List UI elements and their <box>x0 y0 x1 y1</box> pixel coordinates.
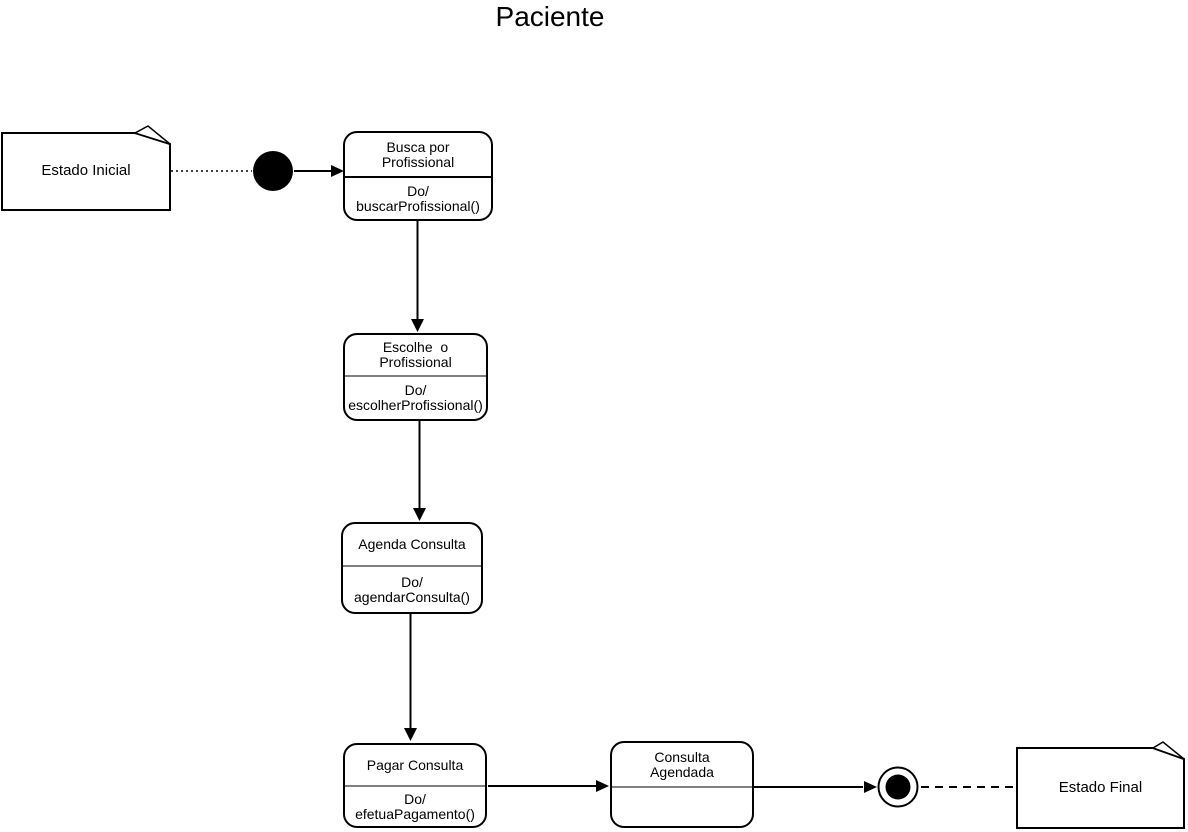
transition-agenda-to-pagar <box>404 614 417 741</box>
state-title: Busca por Profissional <box>381 138 455 170</box>
note-fold-icon <box>133 125 171 145</box>
note-body <box>1016 747 1185 829</box>
note-fold-icon <box>1151 741 1185 760</box>
state-consulta-agendada: Consulta Agendada <box>610 741 754 828</box>
state-action: Do/ efetuaPagamento() <box>345 785 485 826</box>
state-action: Do/ agendarConsulta() <box>343 565 481 612</box>
state-title: Consulta Agendada <box>650 748 714 780</box>
state-title: Pagar Consulta <box>366 756 464 773</box>
arrowhead-icon <box>413 508 426 521</box>
arrowhead-icon <box>596 780 609 792</box>
arrowhead-icon <box>864 781 877 793</box>
diagram-title: Paciente <box>495 1 605 32</box>
transition-consulta-to-final <box>754 781 877 793</box>
state-agenda-consulta: Agenda Consulta Do/ agendarConsulta() <box>341 522 483 614</box>
note-label-estado-final: Estado Final <box>1058 779 1143 796</box>
state-action <box>612 786 752 826</box>
transition-pagar-to-consulta <box>488 780 609 792</box>
transition-escolhe-to-agenda <box>413 421 426 521</box>
note-estado-inicial <box>1 125 171 211</box>
state-title: Agenda Consulta <box>358 536 466 552</box>
note-body <box>1 132 171 211</box>
note-estado-final <box>1016 741 1185 829</box>
note-label-estado-inicial: Estado Inicial <box>41 162 131 179</box>
state-action: Do/ escolherProfissional() <box>345 375 486 419</box>
state-escolhe-o-profissional: Escolhe o Profissional Do/ escolherProfi… <box>343 333 488 421</box>
state-action: Do/ buscarProfissional() <box>345 176 491 219</box>
arrowhead-icon <box>331 165 344 177</box>
transition-busca-to-escolhe <box>411 221 424 332</box>
initial-state-icon <box>253 151 293 191</box>
state-pagar-consulta: Pagar Consulta Do/ efetuaPagamento() <box>343 743 487 828</box>
arrowhead-icon <box>411 319 424 332</box>
arrowhead-icon <box>404 728 417 741</box>
state-busca-por-profissional: Busca por Profissional Do/ buscarProfiss… <box>343 131 493 221</box>
state-title: Escolhe o Profissional <box>379 339 452 370</box>
transition-initial-to-busca <box>294 165 344 177</box>
final-state-icon <box>877 766 919 808</box>
